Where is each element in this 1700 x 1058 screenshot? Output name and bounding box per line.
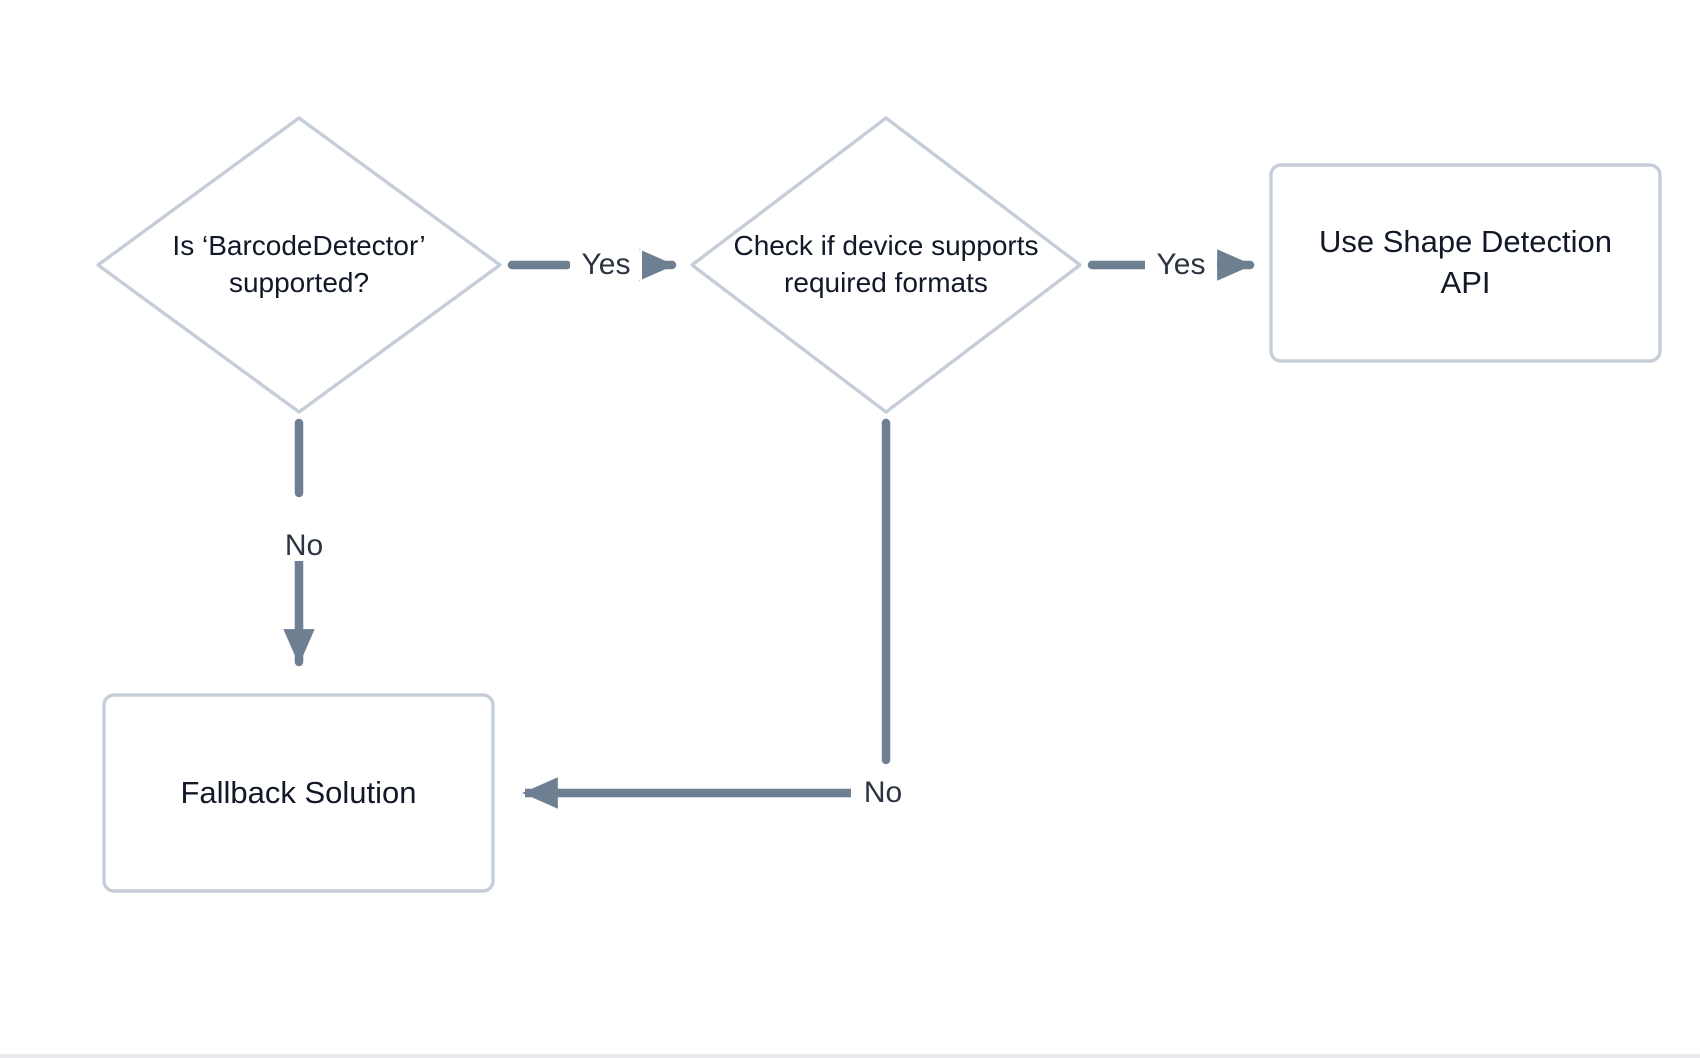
edge-label-device-to-fallback: No (851, 778, 915, 808)
node-use-shape-detection-api[interactable] (1269, 163, 1662, 363)
node-barcode-detector-check[interactable] (96, 116, 502, 414)
bottom-divider (0, 1054, 1700, 1058)
node-fallback-solution[interactable] (102, 693, 495, 893)
edge-label-device-to-shape-api: Yes (1145, 250, 1217, 280)
edge-label-barcode-to-device: Yes (570, 250, 642, 280)
node-device-formats-check[interactable] (690, 116, 1082, 414)
edge-label-barcode-to-fallback: No (272, 531, 336, 561)
